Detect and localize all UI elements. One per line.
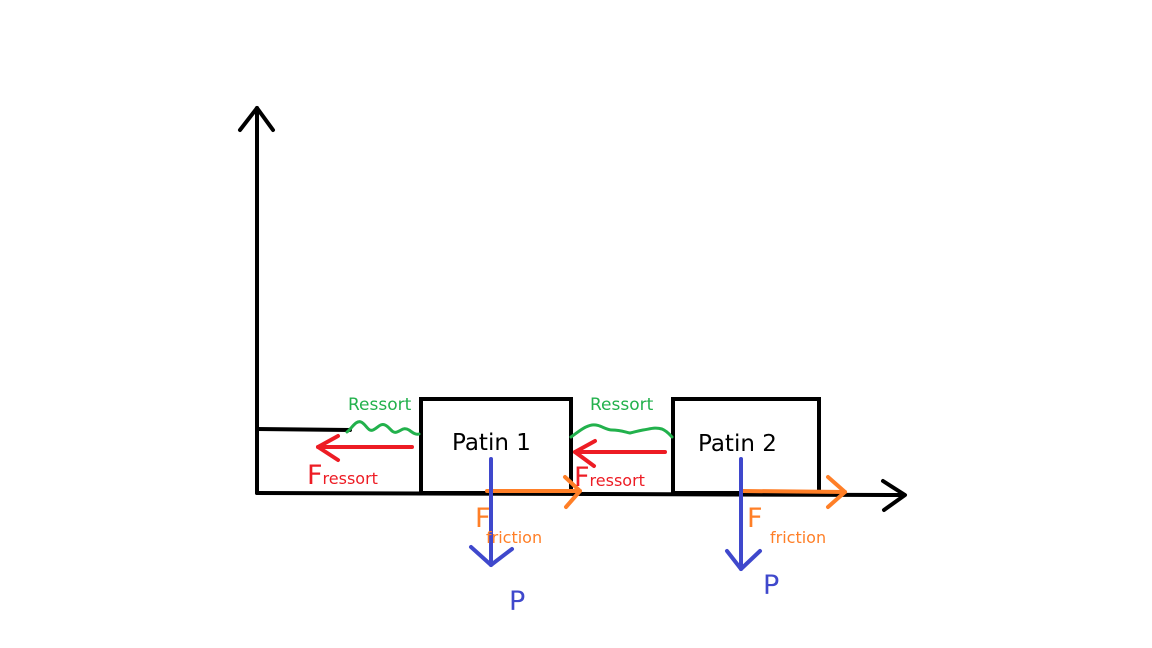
spring-force-1-label: Fressort: [307, 462, 378, 489]
block-label-patin-1: Patin 1: [452, 430, 531, 456]
spring-force-2-arrowhead: [573, 439, 597, 468]
block-patin-1: [419, 397, 573, 495]
wall-attachment: [255, 427, 352, 432]
spring-force-1-arrowhead: [316, 434, 340, 462]
weight-1-arrowhead: [469, 545, 514, 567]
friction-1-symbol: F: [475, 503, 491, 534]
friction-2-symbol: F: [747, 503, 763, 534]
spring-force-2-label: Fressort: [574, 464, 645, 491]
x-axis-arrowhead: [881, 479, 907, 512]
friction-1-subscript: friction: [486, 528, 543, 547]
spring-force-2-symbol: F: [574, 462, 590, 493]
friction-1-arrowhead: [563, 475, 582, 509]
spring-2: [569, 423, 674, 439]
friction-2-subscript: friction: [770, 528, 827, 547]
spring-label-1: Ressort: [348, 395, 412, 415]
spring-force-1-symbol: F: [307, 460, 323, 491]
block-label-patin-2: Patin 2: [698, 431, 777, 457]
weight-2-arrowhead: [725, 549, 762, 571]
spring-force-1-subscript: ressort: [322, 469, 378, 488]
friction-2-shaft: [741, 489, 847, 494]
y-axis-arrowhead: [238, 106, 275, 132]
friction-2-arrowhead: [826, 475, 847, 509]
spring-1: [345, 420, 421, 436]
weight-1-label: P: [509, 586, 526, 617]
spring-label-2: Ressort: [590, 395, 654, 415]
spring-force-2-subscript: ressort: [589, 471, 645, 490]
weight-2-label: P: [763, 570, 780, 601]
